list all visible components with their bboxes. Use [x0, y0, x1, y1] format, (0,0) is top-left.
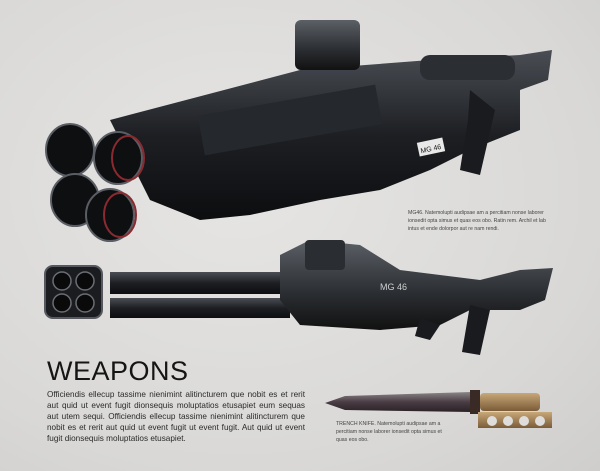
trench-knife-caption: TRENCH KNIFE. Natemolupti audipsae am a …: [336, 421, 442, 443]
gun-label-top: MG 46: [420, 144, 442, 155]
muzzle-front-view: [44, 265, 103, 319]
page-title: WEAPONS: [47, 356, 189, 386]
body-paragraph: Officiendis ellecup tassime nienimint al…: [47, 390, 305, 443]
mg46-gun-perspective: MG 46: [45, 20, 552, 242]
gun-label-side: MG 46: [380, 282, 407, 292]
trench-knife: [325, 390, 552, 428]
mg46-caption: MG46. Natemolupti audipsae am a percitia…: [408, 210, 546, 232]
mg46-gun-side-view: MG 46: [110, 240, 553, 355]
